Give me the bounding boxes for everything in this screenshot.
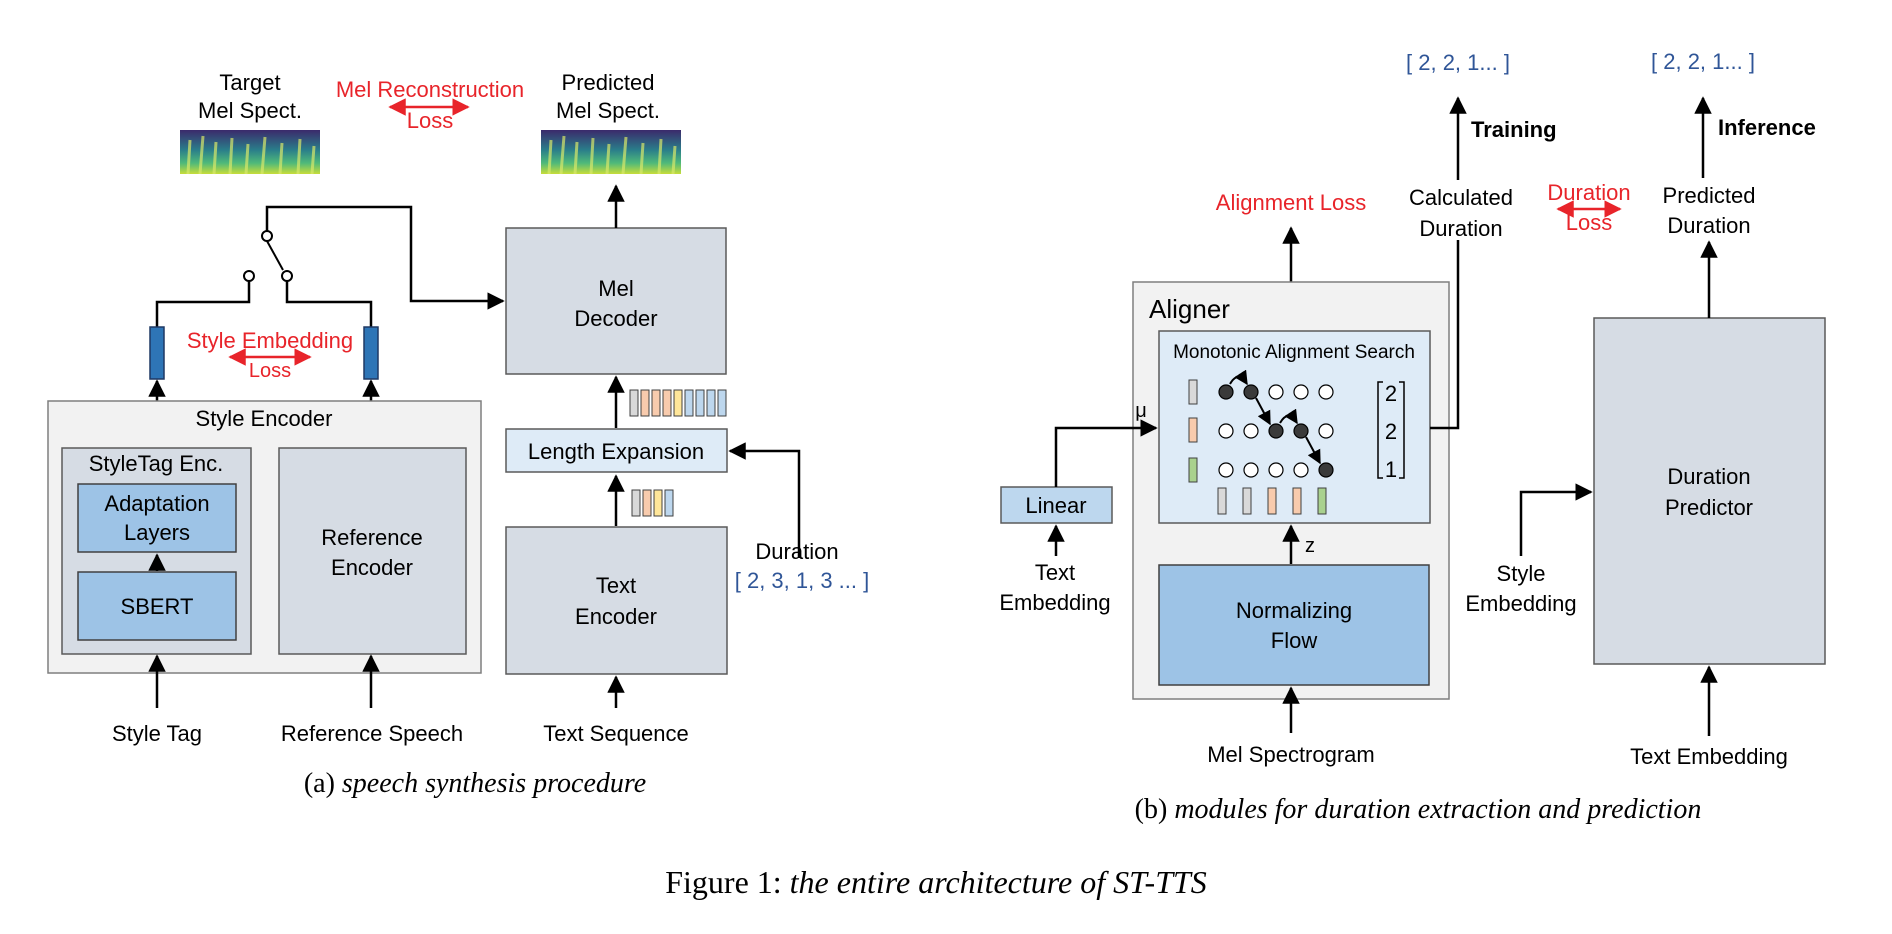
sbert-box	[77, 571, 237, 641]
text-encoder-label-1: Text	[596, 573, 636, 598]
z-label: z	[1305, 535, 1315, 557]
caption-b-label: (b)	[1135, 794, 1168, 825]
inference-sequence: [ 2, 2, 1... ]	[1651, 49, 1755, 74]
part-a: Target Mel Spect. Mel Reconstruction Los…	[47, 70, 870, 799]
styletag-enc-label: StyleTag Enc.	[89, 451, 224, 476]
duration-predictor-label-2: Predictor	[1665, 495, 1753, 520]
text-encoder-box	[505, 526, 728, 675]
style-embedding-label-2: Embedding	[1465, 591, 1576, 616]
sbert-label: SBERT	[121, 594, 194, 619]
caption-b: (b) modules for duration extraction and …	[1135, 794, 1702, 825]
text-embedding-left-label-2: Embedding	[999, 590, 1110, 615]
duration-loss-label-2: Loss	[1566, 210, 1612, 235]
caption-a-text: speech synthesis procedure	[342, 768, 646, 799]
alignment-path-arrows	[1229, 369, 1321, 465]
text-sequence-bars	[631, 489, 674, 517]
style-emb-loss-label-2: Loss	[249, 360, 291, 382]
styletag-embedding-bar	[149, 326, 165, 380]
target-mel-label-1: Target	[219, 70, 280, 95]
figure-caption-text: the entire architecture of ST-TTS	[790, 864, 1207, 900]
length-expansion-box	[505, 428, 728, 473]
reference-speech-label: Reference Speech	[281, 721, 463, 746]
inference-label: Inference	[1718, 115, 1816, 140]
reference-embedding-bar	[363, 326, 379, 380]
caption-b-text: modules for duration extraction and pred…	[1174, 794, 1701, 825]
caption-a-label: (a)	[304, 768, 335, 799]
mel-recon-label-1: Mel Reconstruction	[336, 77, 524, 102]
style-encoder-label: Style Encoder	[196, 406, 333, 431]
calculated-duration-label-2: Duration	[1419, 216, 1502, 241]
duration-predictor-box	[1593, 317, 1826, 665]
training-label: Training	[1471, 117, 1557, 142]
text-encoder-label-2: Encoder	[575, 604, 657, 629]
predicted-duration-label-1: Predicted	[1663, 183, 1756, 208]
expanded-sequence-bars	[629, 389, 727, 417]
mel-recon-label-2: Loss	[407, 108, 453, 133]
style-tag-label: Style Tag	[112, 721, 202, 746]
duration-predictor-label-1: Duration	[1667, 464, 1750, 489]
predicted-duration-label-2: Duration	[1667, 213, 1750, 238]
reference-encoder-box	[278, 447, 467, 655]
mas-mel-bars	[1217, 487, 1327, 515]
adaptation-layers-box	[77, 483, 237, 553]
mas-label: Monotonic Alignment Search	[1173, 342, 1415, 363]
calculated-duration-label-1: Calculated	[1409, 185, 1513, 210]
matrix-value-3: 1	[1385, 457, 1397, 482]
length-expansion-label: Length Expansion	[528, 439, 704, 464]
target-mel-label-2: Mel Spect.	[198, 98, 302, 123]
figure-caption: Figure 1: the entire architecture of ST-…	[665, 864, 1207, 900]
mas-text-bars	[1188, 379, 1198, 483]
duration-loss-label-1: Duration	[1547, 180, 1630, 205]
part-b: Alignment Loss [ 2, 2, 1... ] [ 2, 2, 1.…	[999, 49, 1826, 825]
style-embedding-label-1: Style	[1497, 561, 1546, 586]
reference-encoder-label-1: Reference	[321, 525, 423, 550]
normalizing-flow-label-2: Flow	[1271, 628, 1318, 653]
reference-encoder-label-2: Encoder	[331, 555, 413, 580]
training-sequence: [ 2, 2, 1... ]	[1406, 50, 1510, 75]
normalizing-flow-label-1: Normalizing	[1236, 598, 1352, 623]
mu-label: μ	[1135, 400, 1147, 422]
pred-mel-label-1: Predicted	[562, 70, 655, 95]
caption-a: (a) speech synthesis procedure	[304, 768, 646, 799]
target-mel-spectrogram	[180, 130, 320, 175]
style-switch	[155, 205, 505, 327]
mel-decoder-label-2: Decoder	[574, 306, 657, 331]
text-embedding-left-label-1: Text	[1035, 560, 1075, 585]
alignment-grid	[1218, 384, 1334, 478]
aligner-label: Aligner	[1149, 294, 1230, 324]
linear-label: Linear	[1025, 493, 1086, 518]
normalizing-flow-box	[1158, 564, 1430, 686]
matrix-value-1: 2	[1385, 381, 1397, 406]
adaptation-layers-label-1: Adaptation	[104, 491, 209, 516]
duration-values: [ 2, 3, 1, 3 ... ]	[735, 568, 870, 593]
alignment-loss-label: Alignment Loss	[1216, 190, 1366, 215]
matrix-value-2: 2	[1385, 419, 1397, 444]
mel-decoder-box	[505, 227, 727, 375]
mel-spectrogram-label: Mel Spectrogram	[1207, 742, 1375, 767]
text-sequence-label: Text Sequence	[543, 721, 689, 746]
pred-mel-label-2: Mel Spect.	[556, 98, 660, 123]
mel-decoder-label-1: Mel	[598, 276, 633, 301]
duration-matrix: 2 2 1	[1377, 381, 1405, 482]
text-embedding-bottom-label: Text Embedding	[1630, 744, 1788, 769]
adaptation-layers-label-2: Layers	[124, 520, 190, 545]
style-emb-loss-label-1: Style Embedding	[187, 328, 353, 353]
figure-caption-label: Figure 1:	[665, 864, 781, 900]
duration-label: Duration	[755, 539, 838, 564]
predicted-mel-spectrogram	[541, 130, 681, 175]
